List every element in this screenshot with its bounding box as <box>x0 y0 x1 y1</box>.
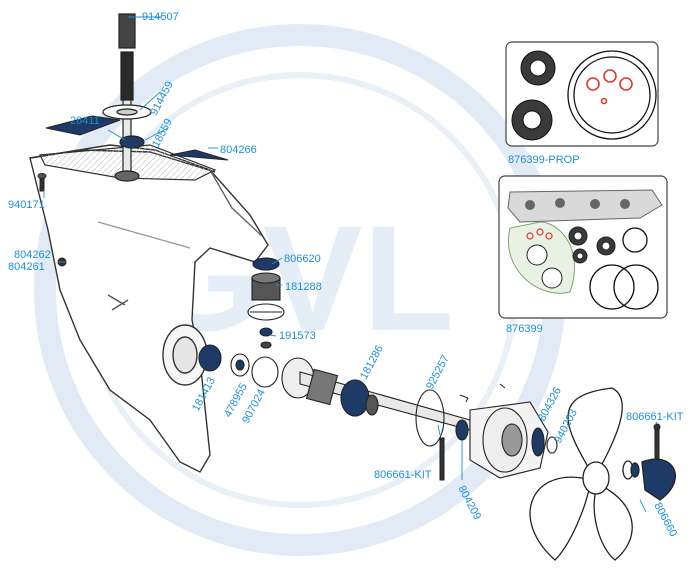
forward-gear-bearing <box>198 344 315 399</box>
label-806661-kit-right: 806661-KIT <box>626 411 684 423</box>
label-kit-prop: 876399-PROP <box>508 154 580 166</box>
anode-screw <box>37 173 67 267</box>
bearing-carrier <box>415 389 558 479</box>
label-181288: 181288 <box>285 281 322 293</box>
gearcase-housing <box>29 144 269 473</box>
label-26411: 26411 <box>70 115 100 127</box>
label-804261: 804261 <box>8 261 45 273</box>
label-kit-full: 876399 <box>506 323 543 335</box>
kit-full-panel: 876399 <box>498 175 668 335</box>
propeller-shaft <box>299 368 471 431</box>
label-804266: 804266 <box>220 144 257 156</box>
label-804262: 804262 <box>14 249 51 261</box>
label-806661-kit-left: 806661-KIT <box>374 469 432 481</box>
pinion-gear-stack <box>247 257 285 349</box>
label-806620: 806620 <box>284 253 321 265</box>
label-940171: 940171 <box>8 199 45 211</box>
water-tube-grommet <box>45 115 229 161</box>
kit-prop-panel: 876399-PROP <box>505 41 659 166</box>
label-806660: 806660 <box>651 501 679 539</box>
label-914507: 914507 <box>142 11 179 23</box>
propeller <box>529 387 677 561</box>
label-191573: 191573 <box>279 330 316 342</box>
leader-lines <box>43 16 658 513</box>
drive-shaft <box>102 13 152 182</box>
